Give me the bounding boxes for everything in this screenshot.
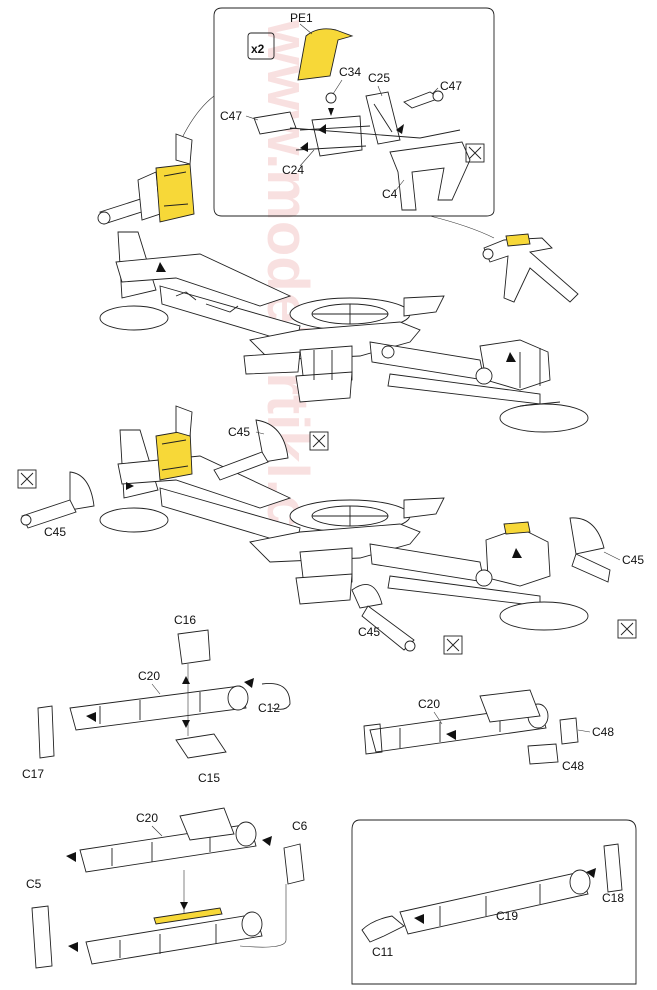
label-c34: C34 [339, 65, 361, 79]
c45-gear-top [213, 419, 289, 481]
label-c20c: C20 [136, 811, 158, 825]
c20-assembly-bottom [31, 807, 305, 969]
label-pe1: PE1 [290, 11, 313, 25]
label-c48a: C48 [592, 725, 614, 739]
cut-sprue-icon [17, 469, 37, 489]
label-c6: C6 [292, 819, 308, 833]
c19-assembly [361, 843, 623, 943]
cut-sprue-icon [617, 619, 637, 639]
label-c15: C15 [198, 771, 220, 785]
right-axle-assembly-top [482, 233, 579, 303]
inset-box [213, 7, 495, 217]
label-c45d: C45 [358, 625, 380, 639]
label-c5: C5 [26, 877, 42, 891]
label-c17: C17 [22, 767, 44, 781]
label-c45c: C45 [622, 553, 644, 567]
c45-gear-right [569, 517, 611, 583]
label-c45b: C45 [44, 525, 66, 539]
label-c4: C4 [382, 187, 398, 201]
svg-text:x2: x2 [251, 42, 265, 56]
cut-sprue-icon [465, 143, 485, 163]
c20-assembly-left [37, 629, 291, 759]
label-c25: C25 [368, 71, 390, 85]
label-c48b: C48 [562, 759, 584, 773]
label-c45a: C45 [228, 425, 250, 439]
label-c24: C24 [282, 163, 304, 177]
c45-gear-bottom [351, 584, 416, 652]
label-c19: C19 [496, 909, 518, 923]
label-c11: C11 [372, 945, 393, 959]
c45-gear-left [20, 471, 95, 529]
cut-sprue-icon [443, 635, 463, 655]
left-axle-assembly-top [97, 133, 195, 225]
label-c20a: C20 [138, 669, 160, 683]
cut-sprue-icon [309, 431, 329, 451]
label-c47b: C47 [440, 79, 462, 93]
multiplier-badge: x2 [247, 32, 275, 60]
label-c16: C16 [174, 613, 196, 627]
c19-subbox [351, 819, 637, 985]
label-c20b: C20 [418, 697, 440, 711]
c20-assembly-right [363, 689, 579, 765]
label-c12: C12 [258, 701, 280, 715]
chassis-frame-2 [99, 405, 589, 631]
label-c18: C18 [602, 891, 624, 905]
label-c47a: C47 [220, 109, 242, 123]
